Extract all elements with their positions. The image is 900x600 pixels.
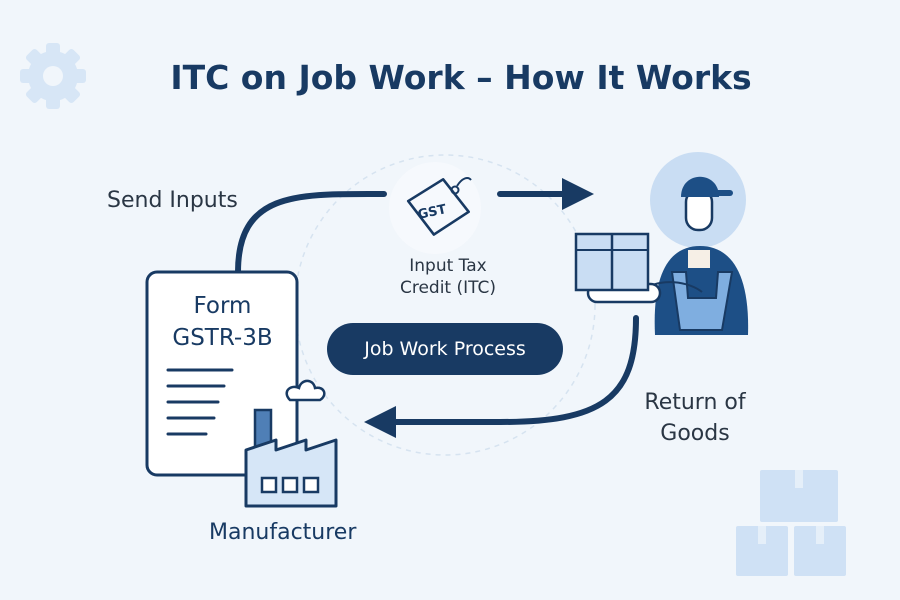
send-inputs-label: Send Inputs [107,188,238,213]
gst-tag-icon: GST [389,162,481,254]
gear-icon [20,43,86,109]
return-goods-line1: Return of [644,390,746,415]
send-inputs-arrowhead [562,178,594,210]
form-title: Form GSTR-3B [150,290,295,354]
return-goods-line2: Goods [660,421,730,446]
boxes-icon [736,470,846,576]
factory-icon [244,379,338,508]
return-goods-arrow [389,315,639,425]
return-goods-label: Return of Goods [625,387,765,449]
itc-label-line2: Credit (ITC) [399,278,497,298]
manufacturer-label: Manufacturer [209,520,357,545]
return-goods-arrowhead [364,406,396,438]
send-inputs-arrow [235,190,387,275]
form-title-line2: GSTR-3B [172,325,273,351]
itc-label-line1: Input Tax [409,256,487,276]
page-title: ITC on Job Work – How It Works [170,58,752,97]
form-title-line1: Form [193,293,252,319]
gst-tag-text: GST [416,202,448,223]
worker-icon [574,152,749,335]
itc-label: Input Tax Credit (ITC) [378,255,518,299]
job-work-pill: Job Work Process [327,323,563,375]
